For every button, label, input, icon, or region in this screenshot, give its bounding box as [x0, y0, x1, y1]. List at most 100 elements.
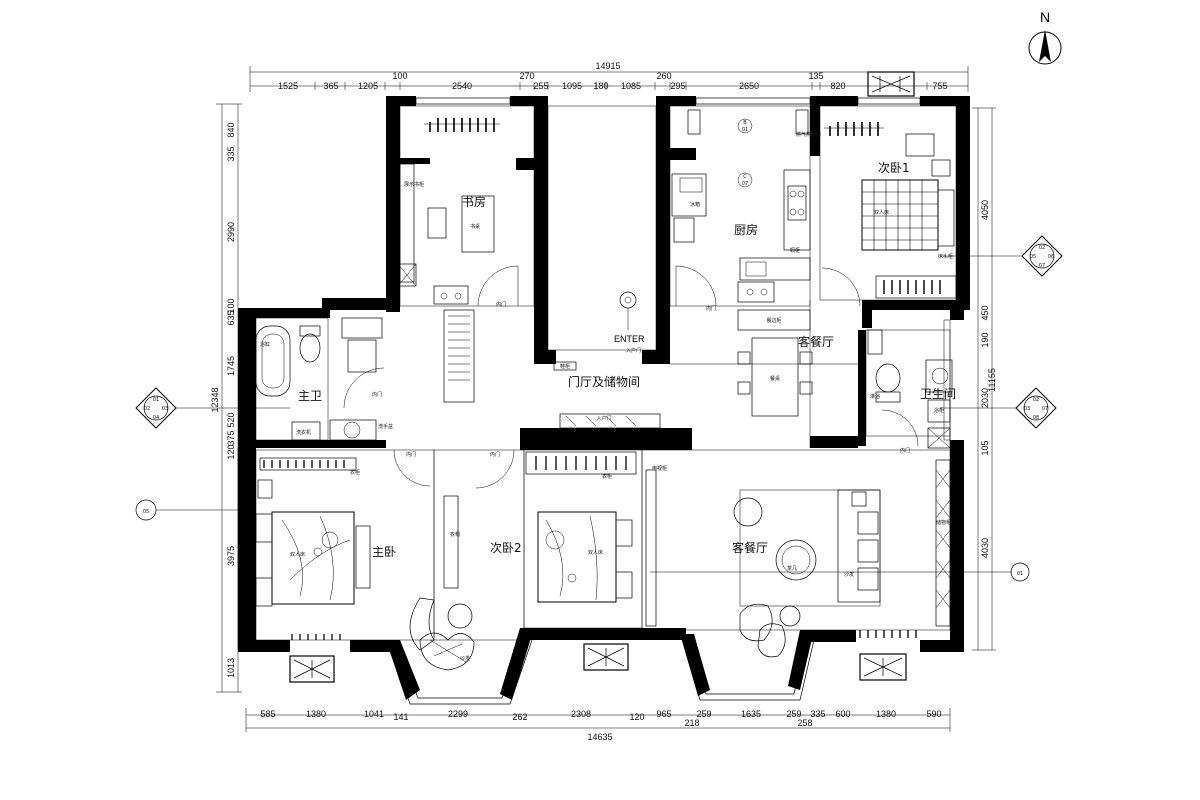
marker-right-b-1: 03 — [1024, 406, 1030, 412]
washer-label: 洗衣机 — [296, 429, 311, 436]
dim-top-8: 180 — [593, 81, 608, 91]
bedside1-label: 床头柜 — [938, 253, 953, 260]
dim-bottom-13: 259 — [786, 709, 801, 719]
dim-bottom-3: 141 — [393, 712, 408, 722]
radiator-bottom-2 — [583, 643, 629, 671]
dim-bottom-15: 600 — [835, 709, 850, 719]
sofa-label: 沙发 — [844, 571, 854, 578]
dim-top-total: 14915 — [595, 61, 620, 71]
marker-right-a-1: 05 — [1030, 254, 1036, 260]
marker-right-b-2: 07 — [1042, 406, 1048, 412]
kitchen-furniture: 餐边柜 燃气热水器 冰箱 橱柜 C 07 — [671, 109, 821, 331]
dim-bottom-9: 218 — [684, 718, 699, 728]
bedroom1-furniture: 双人床 床头柜 — [824, 122, 957, 299]
doors: 内门 内门 内门 内门 内门 内门 — [343, 265, 919, 489]
left-dimensions: 12348 840 335 2990 100 635 1745 520 375 … — [210, 103, 242, 693]
master-ward-label: 衣柜 — [350, 469, 360, 476]
study-desk-label: 书桌 — [470, 223, 480, 230]
radiator-top-right — [867, 71, 915, 97]
bay-sofa-label: 沙发 — [460, 655, 470, 662]
door-label-kitchen: 内门 — [706, 305, 716, 312]
dim-left-4: 635 — [226, 310, 236, 325]
marker-right-b: 02 03 07 08 — [940, 387, 1057, 429]
bath-cab-label: 浴柜 — [934, 407, 944, 414]
marker-right-c-text: 01 — [1017, 571, 1023, 577]
room-living-dining-1: 客餐厅 — [798, 334, 834, 349]
dim-left-2: 2990 — [226, 222, 236, 242]
dim-left-1: 335 — [226, 146, 236, 161]
bed2-cab-label: 衣帽 — [450, 531, 460, 538]
room-kitchen: 厨房 — [734, 222, 758, 237]
living-furniture: 电视柜 茶几 沙发 储物柜 — [645, 459, 951, 658]
marker-left-b: 05 — [135, 499, 256, 521]
dim-right-total: 11155 — [987, 368, 997, 392]
dim-bottom-1: 1380 — [306, 709, 326, 719]
dim-bottom-10: 259 — [696, 709, 711, 719]
room-master-bath: 主卫 — [298, 389, 322, 403]
dim-right-2: 190 — [980, 332, 990, 347]
dim-bottom-2: 1041 — [364, 709, 384, 719]
room-bedroom2: 次卧2 — [490, 541, 522, 555]
marker-left-a-1: 02 — [144, 406, 150, 412]
room-bedroom1: 次卧1 — [878, 161, 910, 175]
door-label-bath: 内门 — [900, 447, 910, 454]
entry-door-label-2: 入户门 — [626, 347, 641, 354]
marker-left-a: 01 02 03 04 — [135, 387, 290, 429]
right-dimensions: 11155 4050 450 190 2030 105 4030 — [972, 107, 997, 651]
dim-bottom-total: 14635 — [587, 732, 612, 742]
enter-label: ENTER — [614, 334, 645, 344]
master-bath-furniture: 浴缸 洗衣机 洗手盆 — [255, 317, 393, 441]
study-furniture: 展示书柜 书桌 B 01 — [397, 118, 753, 305]
dim-top-12: 2650 — [739, 81, 759, 91]
kitchen-tag-a: C — [743, 174, 747, 180]
dim-top-10: 260 — [656, 71, 671, 81]
door-label-mbed: 内门 — [406, 451, 416, 458]
gas-label: 燃气热水器 — [796, 131, 821, 138]
master-bed-furniture: 双人床 衣柜 — [255, 457, 371, 640]
windows-top — [237, 97, 951, 649]
dim-top-4: 2540 — [452, 81, 472, 91]
marker-right-a-3: 07 — [1039, 263, 1045, 269]
coffee-label: 茶几 — [787, 565, 797, 572]
study-cab-label: 展示书柜 — [404, 181, 424, 188]
dim-top-ticks — [314, 82, 928, 90]
bed2-ward-label: 衣柜 — [602, 473, 612, 480]
dim-top-14: 820 — [830, 81, 845, 91]
dim-left-10: 1013 — [226, 658, 236, 678]
dim-top-6: 255 — [533, 81, 548, 91]
marker-left-a-2: 03 — [162, 406, 168, 412]
dim-bottom-12: 258 — [797, 718, 812, 728]
dim-top-2: 1205 — [358, 81, 378, 91]
marker-right-a: 02 05 06 07 — [940, 235, 1063, 277]
marker-left-b-text: 05 — [143, 509, 149, 515]
dining-label: 餐桌 — [770, 375, 780, 382]
dim-bottom-0: 585 — [260, 709, 275, 719]
dim-bottom-4: 2299 — [448, 709, 468, 719]
marker-right-b-3: 08 — [1033, 415, 1039, 421]
dim-right-5: 4030 — [980, 538, 990, 558]
dim-left-3: 100 — [226, 298, 236, 313]
kitchen-tag-b: 07 — [742, 181, 748, 187]
study-tag-b: 01 — [742, 127, 748, 133]
room-study: 书房 — [462, 194, 486, 209]
dining-furniture: 餐桌 — [737, 337, 813, 417]
dim-bottom-7: 120 — [629, 712, 644, 722]
dim-left-7: 375 — [226, 430, 236, 445]
dim-top-0: 1525 — [278, 81, 298, 91]
dim-top-3: 100 — [392, 71, 407, 81]
dim-right-3: 2030 — [980, 388, 990, 408]
room-foyer: 门厅及储物间 — [568, 374, 640, 389]
dim-left-6: 520 — [226, 412, 236, 427]
bed2-label: 双人床 — [588, 549, 603, 556]
walls — [238, 96, 970, 700]
foyer-furniture: 鞋柜 入户门 入户门 ENTER — [443, 291, 661, 429]
dim-bottom-5: 262 — [512, 712, 527, 722]
basin-label: 洗手盆 — [378, 423, 393, 430]
dim-left-0: 840 — [226, 122, 236, 137]
dim-top-9: 1085 — [621, 81, 641, 91]
top-dimensions: 14915 1525 365 1205 100 2540 270 255 109… — [249, 61, 969, 92]
dim-right-0: 4050 — [980, 200, 990, 220]
bay-windows — [391, 637, 815, 705]
dim-right-1: 450 — [980, 305, 990, 320]
shower-label: 淋浴 — [870, 393, 880, 400]
